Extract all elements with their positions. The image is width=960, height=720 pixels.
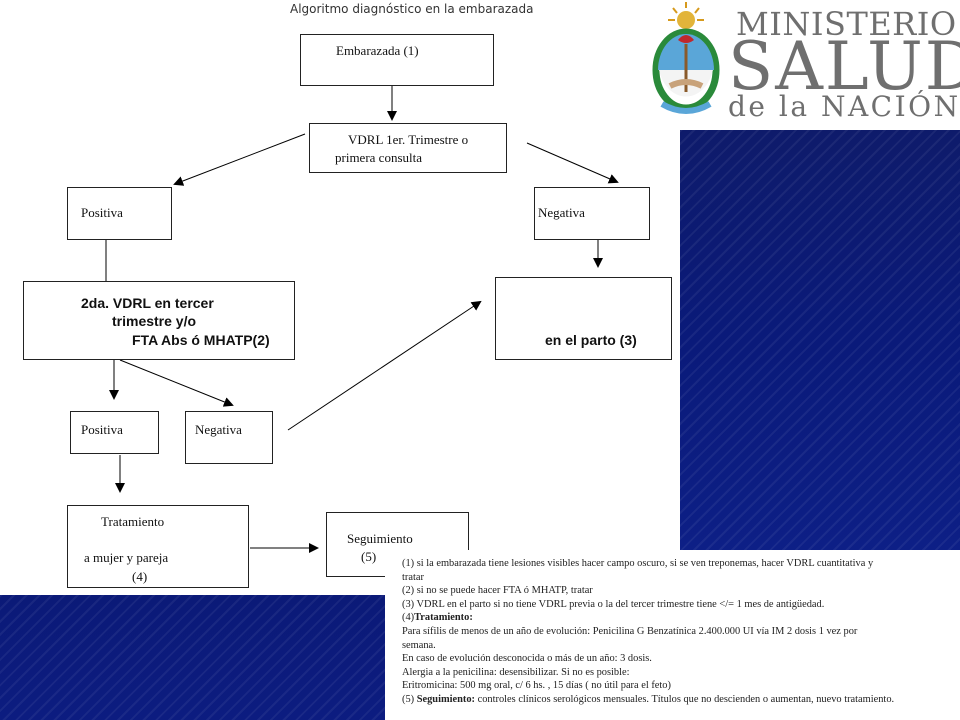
note-4-heading: (4)Tratamiento: xyxy=(402,611,952,625)
box-vdrl1-line2: primera consulta xyxy=(335,150,422,165)
note-1a: (1) si la embarazada tiene lesiones visi… xyxy=(402,558,874,569)
footnotes: (1) si la embarazada tiene lesiones visi… xyxy=(385,550,960,720)
box-tratamiento-line1: Tratamiento xyxy=(101,514,165,529)
box-negativa-1-label: Negativa xyxy=(538,205,585,220)
arrow-vdrl2-to-negativa2 xyxy=(119,359,234,407)
box-parto-label: en el parto (3) xyxy=(545,332,637,348)
note-4d: Alergia a la penicilina: desensibilizar.… xyxy=(402,666,630,678)
box-seguimiento-line1: Seguimiento xyxy=(347,531,413,546)
note-4c: En caso de evolución desconocida o más d… xyxy=(402,653,652,665)
box-vdrl2-line2: trimestre y/o xyxy=(112,313,197,329)
note-5-text: controles clínicos serológicos mensuales… xyxy=(475,693,895,705)
box-negativa-2-label: Negativa xyxy=(195,422,242,437)
logo-line-nacion: de la NACIÓN xyxy=(728,90,960,123)
box-positiva-2: Positiva xyxy=(70,411,159,454)
note-4-prefix: (4) xyxy=(402,612,415,624)
arrow-vdrl1-to-negativa xyxy=(526,142,619,184)
box-negativa-1: Negativa xyxy=(534,187,650,240)
note-5-label: Seguimiento: xyxy=(416,693,476,705)
note-4a: Para sífilis de menos de un año de evolu… xyxy=(402,625,858,637)
logo-line-ministerio: MINISTERIO de xyxy=(736,5,960,43)
note-1b: tratar xyxy=(402,571,424,583)
box-positiva-2-label: Positiva xyxy=(81,422,123,437)
box-vdrl1-line1: VDRL 1er. Trimestre o xyxy=(348,132,469,147)
box-parto: en el parto (3) xyxy=(495,277,672,360)
box-positiva-1-label: Positiva xyxy=(81,205,123,220)
note-2: (2) si no se puede hacer FTA ó MHATP, tr… xyxy=(402,585,593,597)
box-vdrl2-line1: 2da. VDRL en tercer xyxy=(81,295,214,311)
coat-of-arms-icon xyxy=(652,2,720,114)
note-4e: Eritromicina: 500 mg oral, c/ 6 hs. , 15… xyxy=(402,680,671,692)
note-5-prefix: (5) xyxy=(402,693,417,705)
box-tratamiento: Tratamiento a mujer y pareja (4) xyxy=(67,505,249,588)
box-vdrl2-line3: FTA Abs ó MHATP(2) xyxy=(132,332,270,348)
slide-title: Algoritmo diagnóstico en la embarazada xyxy=(290,2,534,16)
ministry-logo: MINISTERIO de SALUD de la NACIÓN xyxy=(636,0,960,126)
note-3: (3) VDRL en el parto si no tiene VDRL pr… xyxy=(402,598,825,610)
box-embarazada-label: Embarazada (1) xyxy=(336,43,419,58)
box-embarazada: Embarazada (1) xyxy=(300,34,494,86)
box-positiva-1: Positiva xyxy=(67,187,172,240)
box-vdrl-segunda: 2da. VDRL en tercer trimestre y/o FTA Ab… xyxy=(23,281,295,360)
box-vdrl-primer-trimestre: VDRL 1er. Trimestre o primera consulta xyxy=(309,123,507,173)
note-5: (5) Seguimiento: controles clínicos sero… xyxy=(402,693,952,707)
arrow-negativa2-to-parto xyxy=(287,300,482,431)
note-4b: semana. xyxy=(402,639,436,651)
logo-line-salud: SALUD xyxy=(728,28,960,105)
blue-side-panel xyxy=(680,130,960,550)
note-4-label: Tratamiento: xyxy=(414,612,473,624)
box-tratamiento-line3: (4) xyxy=(132,569,148,584)
box-tratamiento-line2: a mujer y pareja xyxy=(84,550,169,565)
box-negativa-2: Negativa xyxy=(185,411,273,464)
arrow-vdrl1-to-positiva xyxy=(173,133,306,186)
box-seguimiento-line2: (5) xyxy=(361,549,377,564)
